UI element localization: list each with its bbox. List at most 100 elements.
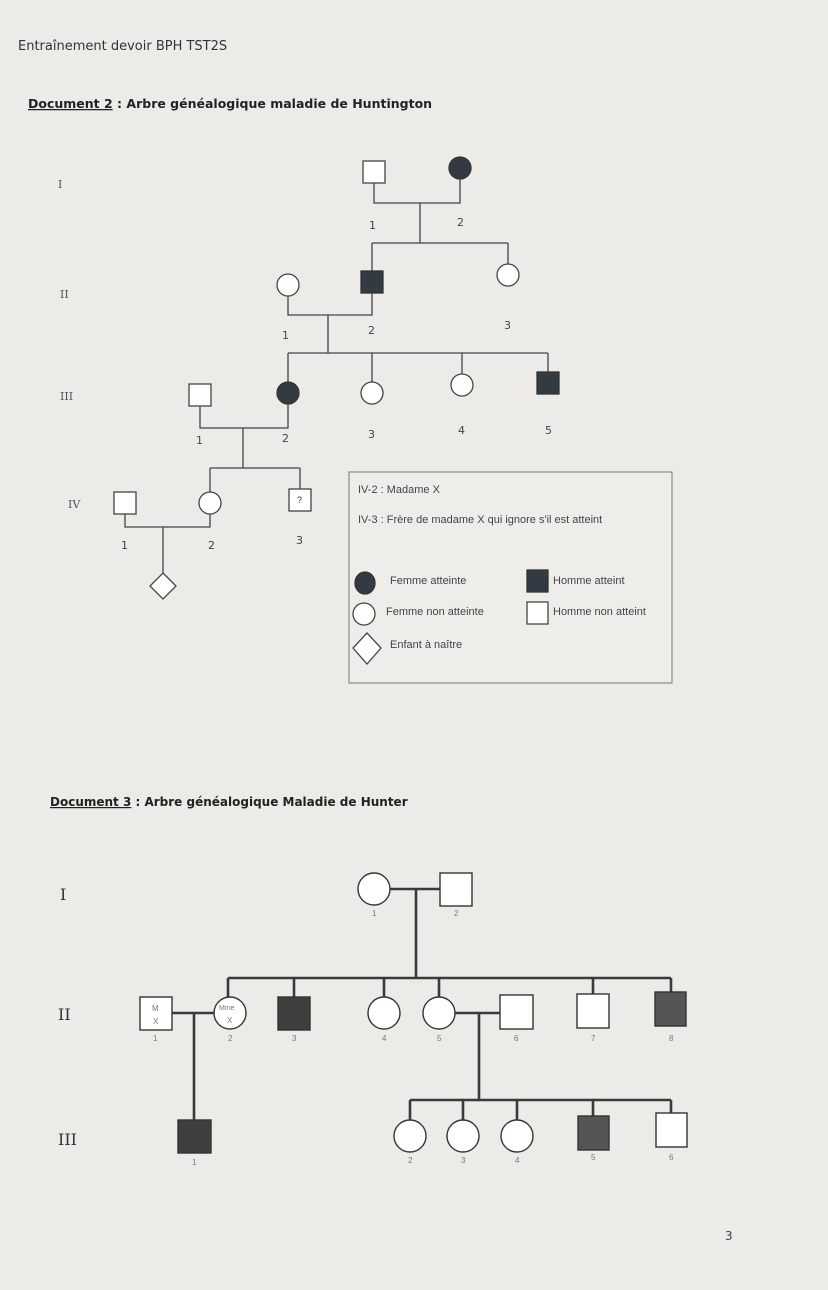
label-IV-3: 3: [296, 534, 303, 547]
page-number: 3: [725, 1229, 733, 1243]
huntington-legend: IV-2 : Madame X IV-3 : Frère de madame X…: [348, 471, 673, 684]
II-7-unaffected-male: [576, 993, 610, 1029]
label-II-3: 3: [504, 319, 511, 332]
V-unborn-child-diamond: [149, 572, 177, 600]
unknown-mark: ?: [297, 495, 302, 505]
IV-1-unaffected-male: [113, 491, 137, 515]
mmex-label-x: X: [227, 1016, 233, 1025]
III-2-affected-female: [276, 381, 300, 405]
label-II-1: 1: [153, 1034, 158, 1043]
gen-label-I: I: [60, 885, 66, 904]
doc3-title-label: Document 3: [50, 795, 131, 809]
mmex-label-mme: Mme: [219, 1005, 235, 1012]
II-3-unaffected-female: [496, 263, 520, 287]
label-III-3: 3: [461, 1156, 466, 1165]
gen2-connector: [172, 1011, 673, 1120]
label-III-5: 5: [591, 1153, 596, 1162]
legend-affected-female-icon: [354, 571, 376, 595]
II-1-monsieur-x: [139, 996, 173, 1031]
label-III-4: 4: [458, 424, 465, 437]
label-II-2: 2: [228, 1034, 233, 1043]
label-III-2: 2: [408, 1156, 413, 1165]
doc3-title: Document 3 : Arbre généalogique Maladie …: [50, 795, 408, 809]
doc2-title-text: : Arbre généalogique maladie de Huntingt…: [113, 96, 432, 111]
gen-label-I: I: [58, 178, 62, 191]
label-III-6: 6: [669, 1153, 674, 1162]
label-II-5: 5: [437, 1034, 442, 1043]
I-1-unaffected-female: [357, 872, 391, 906]
svg-text:Document 3 : Arbre généalogiqu: Document 3 : Arbre généalogique Maladie …: [50, 795, 408, 809]
label-II-2: 2: [368, 324, 375, 337]
III-2-unaffected-female: [393, 1119, 427, 1153]
label-III-2: 2: [282, 432, 289, 445]
label-III-4: 4: [515, 1156, 520, 1165]
III-3-unaffected-female: [446, 1119, 480, 1153]
legend-affected-male-icon: [526, 569, 549, 593]
III-4-unaffected-female: [500, 1119, 534, 1153]
hunter-pedigree: I II III 1 2 M X Mme X 1 2 3 4 5 6 7 8: [58, 872, 688, 1167]
gen-label-II: II: [58, 1005, 71, 1024]
II-2-affected-male: [360, 270, 384, 294]
label-II-4: 4: [382, 1034, 387, 1043]
label-IV-2: 2: [208, 539, 215, 552]
gen1-connector: [226, 887, 673, 997]
I-2-unaffected-male: [439, 872, 473, 907]
label-I-2: 2: [457, 216, 464, 229]
gen2-connector: [287, 293, 549, 382]
III-6-unaffected-male: [655, 1112, 688, 1148]
I-1-unaffected-male: [362, 160, 386, 184]
legend-unaffected-female-icon: [352, 602, 376, 626]
III-4-unaffected-female: [450, 373, 474, 397]
label-III-1: 1: [196, 434, 203, 447]
gen4-connector: [124, 514, 211, 573]
II-5-unaffected-female: [422, 996, 456, 1030]
label-II-8: 8: [669, 1034, 674, 1043]
III-5-affected-male: [536, 371, 560, 395]
page-header: Entraînement devoir BPH TST2S: [18, 39, 227, 54]
label-II-3: 3: [292, 1034, 297, 1043]
III-1-affected-male: [177, 1119, 212, 1154]
IV-3-unknown-status-male: [288, 488, 312, 512]
gen-label-III: III: [58, 1130, 77, 1149]
III-5-affected-male: [577, 1115, 610, 1151]
label-I-1: 1: [372, 909, 377, 918]
legend-femme-atteinte: Femme atteinte: [390, 575, 466, 587]
doc3-title-text: : Arbre généalogique Maladie de Hunter: [131, 795, 407, 809]
II-8-affected-male: [654, 991, 687, 1027]
label-III-3: 3: [368, 428, 375, 441]
II-2-madame-x: [213, 996, 247, 1030]
IV-2-madame-x: [198, 491, 222, 515]
doc2-title-label: Document 2: [28, 96, 113, 111]
II-1-unaffected-female: [276, 273, 300, 297]
gen1-connector: [371, 179, 509, 271]
legend-enfant-a-naitre: Enfant à naître: [390, 639, 462, 651]
gen-label-III: III: [60, 390, 73, 403]
note-brother: IV-3 : Frère de madame X qui ignore s'il…: [358, 514, 602, 526]
mx-label-x: X: [153, 1017, 159, 1026]
III-1-unaffected-male: [188, 383, 212, 407]
legend-unborn-child-icon: [352, 632, 382, 665]
label-III-5: 5: [545, 424, 552, 437]
label-III-1: 1: [192, 1158, 197, 1167]
note-madame-x: IV-2 : Madame X: [358, 484, 441, 496]
svg-text:Document 2 : Arbre généalogiqu: Document 2 : Arbre généalogique maladie …: [28, 96, 432, 111]
label-II-7: 7: [591, 1034, 596, 1043]
mx-label-m: M: [152, 1004, 159, 1013]
II-4-unaffected-female: [367, 996, 401, 1030]
label-II-1: 1: [282, 329, 289, 342]
label-II-6: 6: [514, 1034, 519, 1043]
III-3-unaffected-female: [360, 381, 384, 405]
legend-unaffected-male-icon: [526, 601, 549, 625]
legend-femme-non-atteinte: Femme non atteinte: [386, 606, 484, 618]
label-IV-1: 1: [121, 539, 128, 552]
II-3-affected-male: [277, 996, 311, 1031]
II-6-unaffected-male: [499, 994, 534, 1030]
gen-label-IV: IV: [68, 498, 81, 511]
legend-homme-non-atteint: Homme non atteint: [553, 606, 646, 618]
label-I-1: 1: [369, 219, 376, 232]
gen-label-II: II: [60, 288, 69, 301]
I-2-affected-female: [448, 156, 472, 180]
huntington-pedigree: I II III IV 1 2 1 2 3 1 2 3 4 5: [58, 156, 560, 600]
doc2-title: Document 2 : Arbre généalogique maladie …: [28, 96, 432, 111]
